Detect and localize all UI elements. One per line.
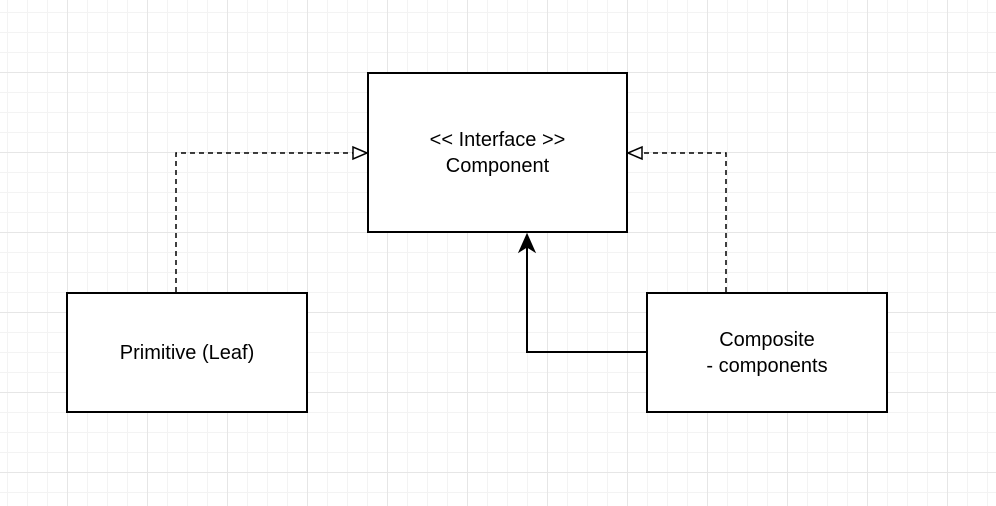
composite-node[interactable]: Composite - components — [646, 292, 888, 413]
component-interface-node[interactable]: << Interface >> Component — [367, 72, 628, 233]
primitive-leaf-node[interactable]: Primitive (Leaf) — [66, 292, 308, 413]
filled-arrowhead — [517, 232, 537, 254]
edge-composite-realizes-component[interactable] — [640, 152, 727, 292]
edge-primitive-realizes-component[interactable] — [175, 152, 355, 292]
composite-attribute: - components — [706, 354, 828, 377]
edge-composite-to-component[interactable] — [526, 247, 646, 353]
composite-name: Composite — [719, 328, 815, 351]
primitive-name: Primitive (Leaf) — [119, 341, 255, 364]
hollow-triangle-arrowhead — [626, 145, 643, 161]
component-name: Component — [445, 154, 550, 177]
interface-stereotype: << Interface >> — [429, 128, 566, 151]
hollow-triangle-arrowhead — [352, 145, 369, 161]
